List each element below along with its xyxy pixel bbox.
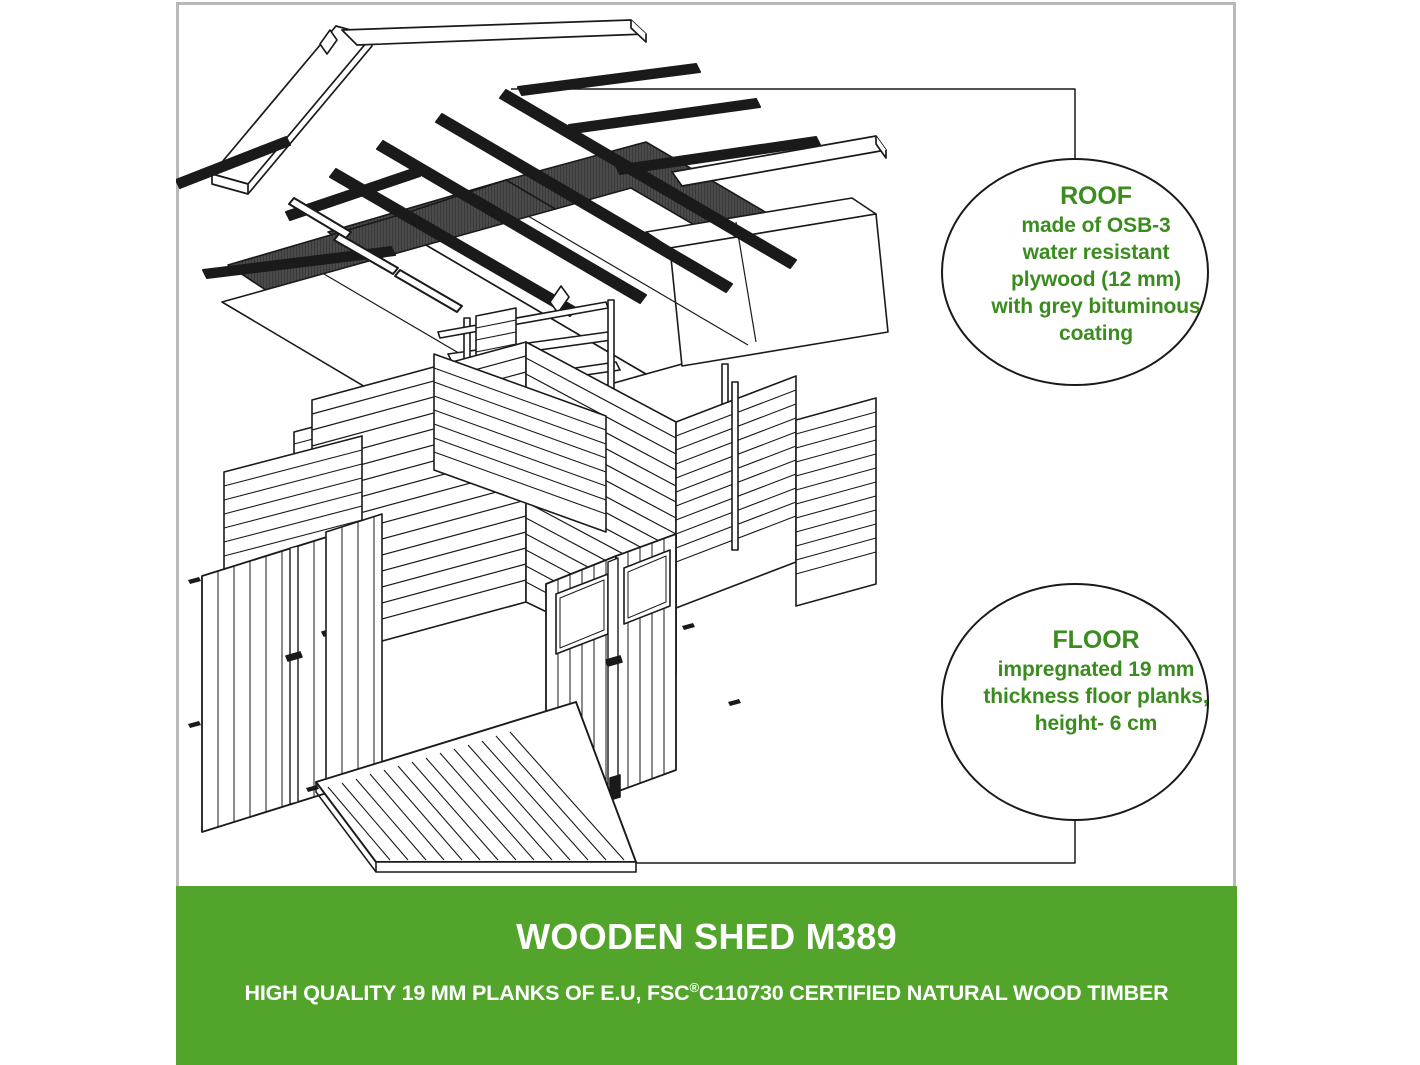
registered-mark: ®	[689, 980, 699, 995]
roof-batten	[568, 98, 761, 134]
callout-floor-line: height- 6 cm	[1034, 711, 1158, 735]
roof-batten	[615, 136, 821, 175]
fascia-top	[341, 19, 647, 46]
door-left-handle	[285, 651, 303, 662]
product-subtitle-after: C110730 CERTIFIED NATURAL WOOD TIMBER	[698, 981, 1169, 1006]
door-center-stile	[607, 557, 619, 799]
roof-marker-diamond-left	[319, 29, 338, 55]
callout-floor-line: thickness floor planks,	[983, 684, 1209, 708]
roof-batten-group	[176, 63, 821, 279]
product-subtitle: HIGH QUALITY 19 MM PLANKS OF E.U, FSC®C1…	[176, 958, 1237, 1006]
roof-assembly	[176, 19, 889, 433]
floor-platform	[315, 701, 637, 873]
floor-edge	[375, 861, 637, 873]
callout-roof-title: ROOF	[1060, 182, 1132, 210]
product-subtitle-before: HIGH QUALITY 19 MM PLANKS OF E.U, FSC	[244, 981, 690, 1006]
ridge-rail	[435, 113, 733, 293]
roof-batten	[202, 246, 396, 279]
callout-floor-line: impregnated 19 mm	[997, 658, 1195, 681]
door-handle	[605, 655, 623, 667]
door-left-second	[325, 513, 383, 789]
roof-batten	[176, 136, 291, 189]
callout-roof-line: plywood (12 mm)	[1010, 267, 1182, 291]
wall-far-right	[795, 397, 877, 607]
ridge-rail	[376, 140, 647, 304]
ridge-rail-group	[329, 89, 797, 317]
hinge-icon	[188, 721, 201, 728]
floor-plank-lines	[327, 731, 625, 861]
callout-roof-line: made of OSB-3	[1021, 214, 1171, 237]
wall-inner-partition	[433, 353, 607, 533]
callout-roof: ROOF made of OSB-3 water resistant plywo…	[956, 180, 1236, 347]
callout-floor: FLOOR impregnated 19 mm thickness floor …	[956, 624, 1236, 738]
callout-ellipse-floor	[941, 583, 1209, 821]
leader-line-roof	[511, 88, 1076, 177]
fascia-right	[671, 135, 887, 187]
ridge-board-top	[211, 25, 373, 195]
osb-roof-board	[669, 213, 889, 367]
hinge-icon	[682, 623, 695, 630]
hinge-icon	[728, 699, 741, 706]
vertical-batten-detached	[731, 381, 739, 551]
exploded-assembly-figure: ROOF made of OSB-3 water resistant plywo…	[176, 2, 1236, 886]
product-title: WOODEN SHED M389	[516, 916, 897, 957]
short-batten-group	[288, 197, 463, 313]
door-left-stile	[289, 545, 299, 805]
callout-floor-title: FLOOR	[1052, 626, 1140, 654]
product-banner: WOODEN SHED M389 HIGH QUALITY 19 MM PLAN…	[176, 886, 1237, 1065]
roof-batten	[285, 167, 421, 221]
roof-marker-diamond-right	[549, 285, 570, 314]
callout-ellipse-roof	[941, 158, 1209, 386]
callout-roof-line: with grey bituminous	[991, 294, 1201, 318]
ridge-rail	[499, 89, 797, 269]
shed-technical-drawing	[176, 19, 1209, 873]
ridge-rail	[329, 168, 577, 317]
callout-roof-line: coating	[1059, 321, 1133, 345]
hinge-icon	[188, 577, 201, 584]
callout-roof-line: water resistant	[1022, 240, 1170, 264]
roof-batten	[517, 63, 701, 96]
